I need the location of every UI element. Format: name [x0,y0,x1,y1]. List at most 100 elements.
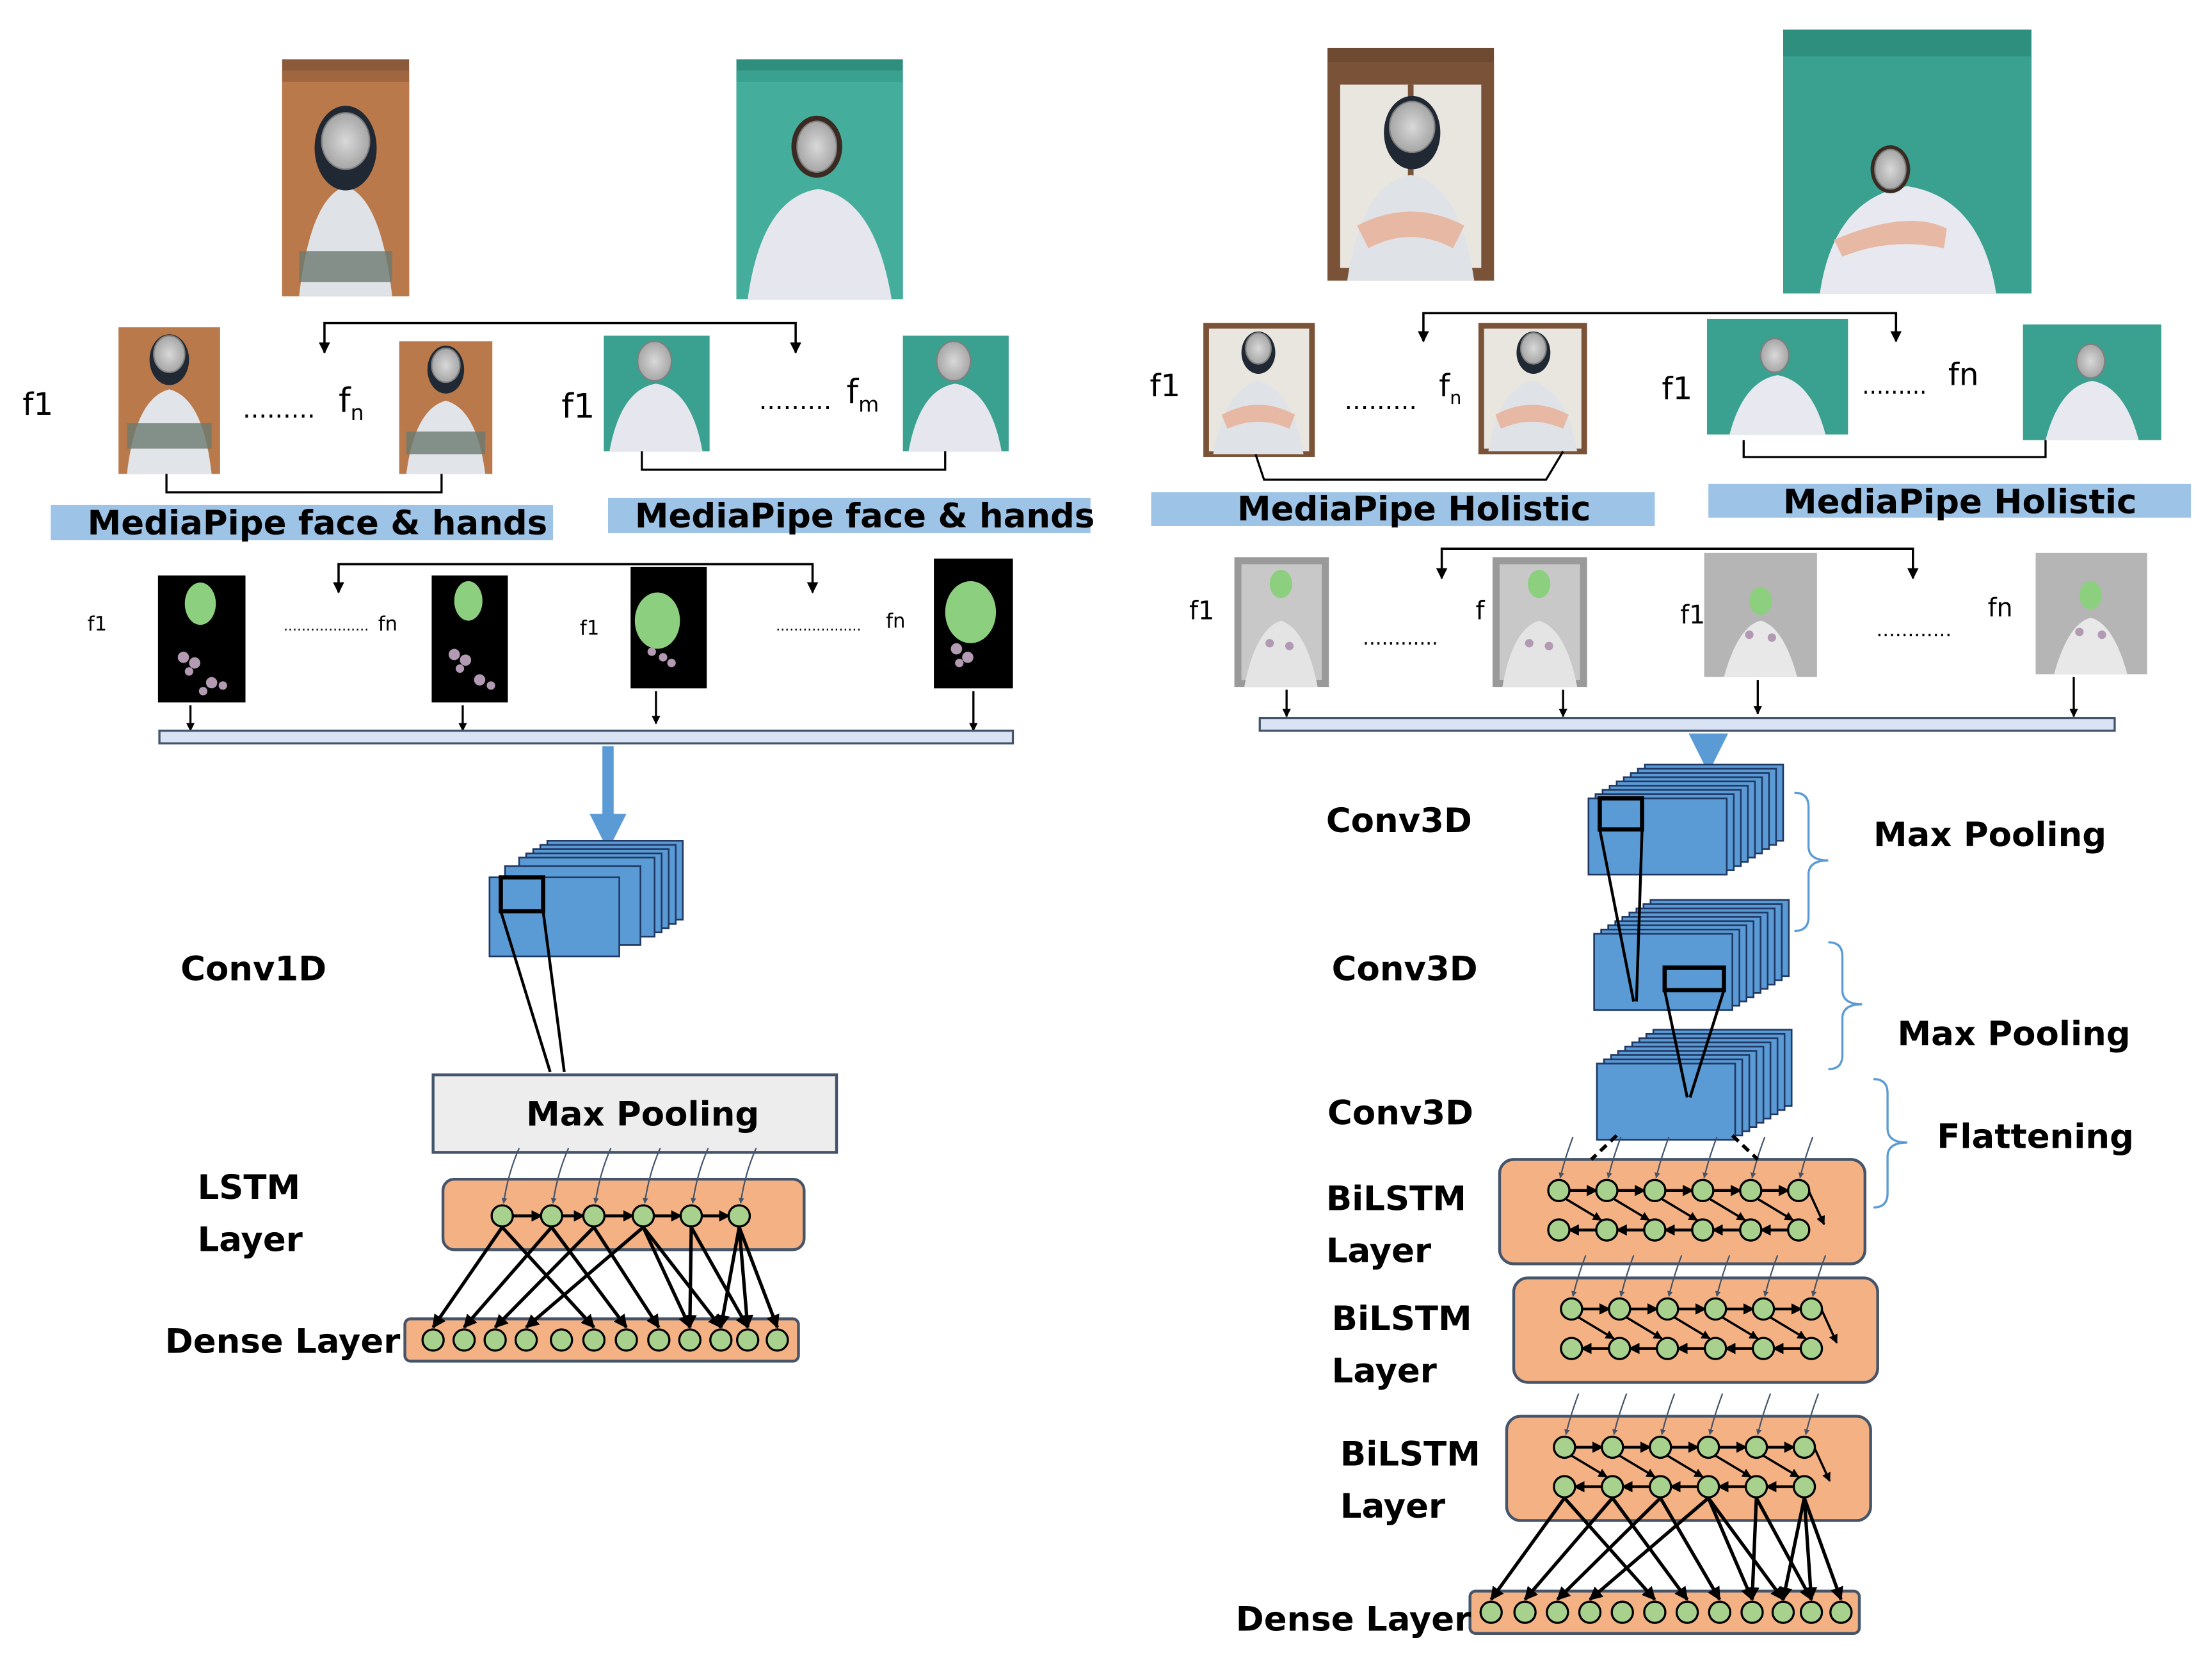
left-dense-node [765,1328,789,1352]
left-frame-label-f1: f1 [22,387,54,424]
left-dense-node [514,1328,538,1352]
bilstm-node [1553,1475,1576,1498]
bilstm-node [1751,1297,1775,1321]
right-dense-node [1740,1600,1764,1624]
left-dense-node [709,1328,733,1352]
conv3d-projection-line [1663,990,1689,1098]
lstm-input-line [593,1148,612,1204]
right-frame-label-f1b: f1 [1662,372,1693,408]
left-kp-label-fn2: fn [886,611,906,634]
conv3d-projection-line [1598,829,1635,1002]
bilstm-cross-arrow [1613,1198,1650,1221]
right-kp-label-f1b: f1 [1680,600,1706,631]
bilstm-wrap-arrow [1820,1308,1838,1344]
bilstm-node [1601,1475,1624,1498]
left-kp-label-fn: fn [378,613,398,636]
bilstm-input-line [1763,1255,1779,1297]
left-frame-label-f1b: f1 [561,386,595,426]
bilstm-input-line [1667,1255,1683,1297]
bilstm-cross-arrow [1626,1316,1663,1340]
layer-braces [1794,791,1907,1209]
left-maxpool-label: Max Pooling [526,1094,760,1134]
bilstm-cross-arrow [1709,1198,1746,1221]
left-keypoints-frames [157,558,1013,703]
flattening-label: Flattening [1937,1117,2134,1157]
left-frame-label-fm: fm [846,372,879,417]
bilstm-input-line [1811,1255,1827,1297]
right-dense-node [1771,1600,1795,1624]
bilstm-3-label-line1: BiLSTM [1340,1434,1480,1474]
left-dense-node [421,1328,445,1352]
right-mediapipe-label-2: MediaPipe Holistic [1783,482,2137,522]
right-kp-label-fn: fn [1987,593,2013,623]
bilstm-2-label-line2: Layer [1331,1351,1437,1391]
right-video-stack-1 [1327,47,1495,281]
right-maxpool-label-1: Max Pooling [1873,815,2107,855]
right-kp-dots-2: ............ [1876,619,1952,642]
left-mediapipe-band-2 [607,497,1091,533]
left-mediapipe-label-2: MediaPipe face & hands [634,496,1095,536]
bilstm-input-line [1703,1136,1718,1178]
right-dense-node [1708,1600,1731,1624]
bilstm-input-line [1708,1393,1724,1435]
bilstm-node [1643,1178,1667,1203]
left-dense-node [550,1328,573,1352]
bilstm-to-dense-arrow [1658,1497,1722,1601]
bilstm-cross-arrow [1619,1454,1656,1478]
bilstm-node [1787,1218,1811,1242]
right-frame-1b [1706,319,1848,435]
right-dense-node [1546,1600,1569,1624]
bilstm-node [1792,1475,1816,1498]
bilstm-to-dense-arrow [1802,1498,1818,1601]
left-video-stack-1 [282,59,410,296]
right-keypoints-frames [1234,552,2147,687]
conv3d-slice [1596,1063,1736,1141]
bilstm-input-line [1571,1255,1587,1297]
left-dense-node [735,1328,760,1352]
bilstm-3-nodes [1553,1393,1831,1498]
bilstm-3-label-line2: Layer [1340,1486,1446,1527]
conv3d-projection-line [1635,829,1644,1002]
bilstm-cross-arrow [1667,1454,1704,1478]
lstm-to-dense-arrow [501,1226,595,1329]
left-frame-dots-2: ......... [758,386,832,417]
bilstm-input-line [1756,1393,1772,1435]
lstm-to-dense-arrow [683,1227,697,1329]
conv3d-kernel-1 [1598,796,1644,832]
bilstm-node [1751,1337,1775,1360]
bilstm-cross-arrow [1661,1198,1698,1221]
bilstm-cross-arrow [1770,1316,1807,1340]
lstm-to-dense-arrow [689,1226,749,1329]
lstm-node [490,1204,514,1228]
bilstm-input-line [1798,1136,1814,1178]
lstm-to-dense-arrow [463,1226,553,1329]
left-maxpool-box [431,1073,838,1154]
bilstm-node [1547,1218,1571,1242]
conv3d-block-1 [1587,764,1784,876]
lstm-input-line [501,1148,520,1204]
bilstm-node [1739,1218,1763,1242]
right-frame-n [1478,323,1587,454]
right-kp-dots-1: ............ [1363,627,1438,650]
bilstm-cross-arrow [1757,1198,1794,1221]
bilstm-node [1560,1297,1583,1321]
bilstm-input-line [1619,1255,1635,1297]
right-frame-n2 [2023,324,2161,440]
bilstm-node [1595,1218,1619,1242]
right-dense-node [1578,1600,1602,1624]
right-dense-node [1479,1600,1503,1624]
lstm-to-dense-arrow [550,1226,628,1329]
bilstm-node [1704,1297,1727,1321]
bilstm-2-nodes [1560,1255,1838,1360]
bilstm-node [1595,1178,1619,1203]
right-mediapipe-band-1 [1151,492,1655,526]
bilstm-node [1656,1337,1679,1360]
bilstm-node [1560,1337,1583,1360]
bilstm-node [1696,1435,1720,1459]
bilstm-to-dense-arrow [1556,1497,1662,1601]
bilstm-input-line [1612,1393,1628,1435]
lstm-node [631,1204,655,1228]
right-frame-label-f1: f1 [1150,369,1181,405]
conv3d-slice [1587,797,1728,876]
